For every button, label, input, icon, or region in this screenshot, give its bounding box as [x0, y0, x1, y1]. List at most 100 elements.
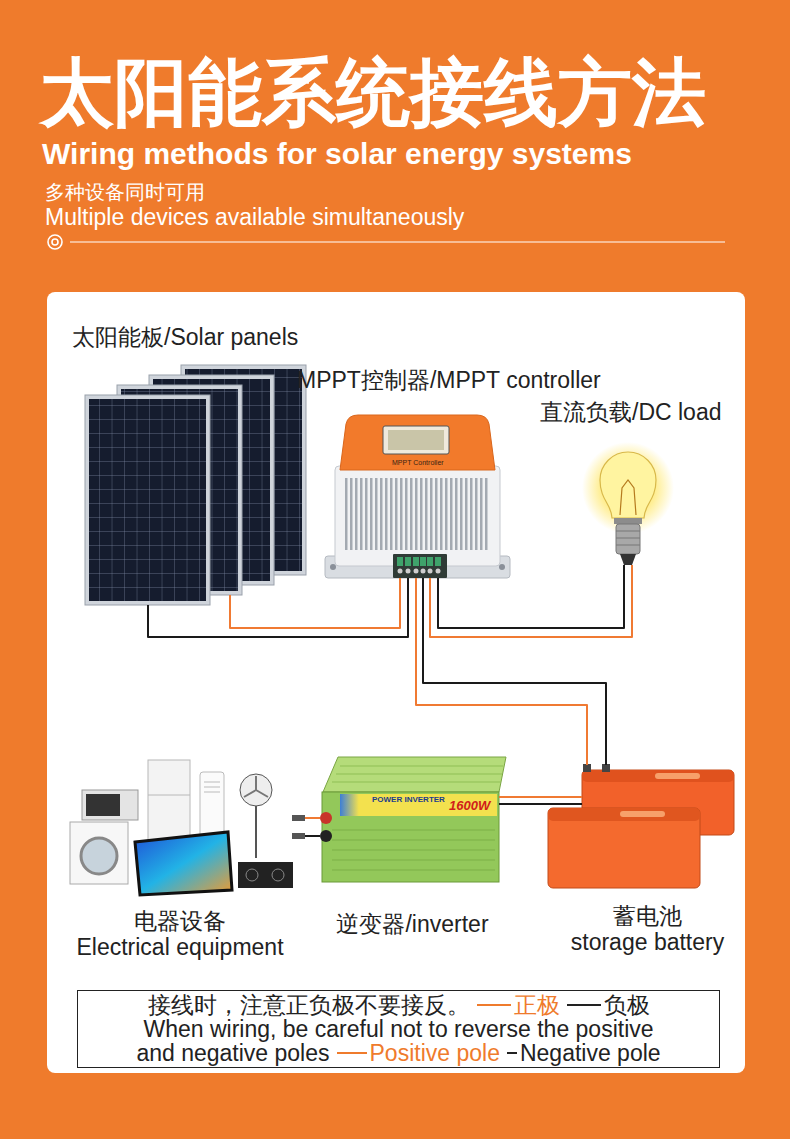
- node-label-group: 电器设备Electrical equipment: [55, 909, 305, 960]
- cable: [416, 578, 587, 765]
- terminal-screw: [428, 569, 433, 574]
- terminal-screw: [398, 569, 403, 574]
- wire-stub: [229, 595, 231, 605]
- legend-line-sample: [477, 1004, 511, 1006]
- fan-stand: [255, 806, 257, 858]
- node-label: 蓄电池: [613, 904, 682, 929]
- divider-line: [70, 241, 725, 242]
- fan-head: [240, 774, 272, 806]
- ac-grille: [204, 782, 220, 792]
- cable: [430, 565, 632, 637]
- power-rating: 1600W: [449, 799, 490, 813]
- battery-handle: [655, 773, 700, 779]
- device-node: 蓄电池storage battery: [555, 765, 740, 955]
- device-node: 电器设备Electrical equipment: [55, 755, 305, 960]
- bulb-glass: [600, 452, 656, 518]
- note-box: 接线时，注意正负极不要接反。正极负极 When wiring, be caref…: [77, 990, 720, 1068]
- wire-stub: [499, 796, 510, 798]
- node-label-group: 直流负载/DC load: [536, 400, 736, 425]
- legend-entry: Negative pole: [504, 1040, 661, 1066]
- terminal: [435, 557, 441, 566]
- lcd-display: [388, 430, 444, 450]
- legend-text: Negative pole: [520, 1040, 661, 1066]
- cooktop: [238, 862, 293, 888]
- legend-entry: Positive pole: [334, 1040, 500, 1066]
- burner: [272, 869, 284, 881]
- terminal: [397, 557, 403, 566]
- bullet-ring: [52, 239, 58, 245]
- bulb-base: [616, 524, 640, 554]
- device-node: 直流负载/DC load: [536, 400, 736, 565]
- panel-grid: [89, 399, 206, 601]
- tagline: 多种设备同时可用: [45, 181, 205, 203]
- positive-terminal: [320, 812, 332, 824]
- plug: [292, 833, 305, 839]
- note-line: When wiring, be careful not to reverse t…: [129, 1017, 669, 1065]
- inverter-front: [322, 792, 499, 882]
- battery-handle: [620, 811, 665, 817]
- bulb-tip: [620, 554, 636, 565]
- panel-frame: [85, 395, 210, 605]
- wire-stub: [499, 803, 510, 805]
- page-title: 太阳能系统接线方法: [40, 56, 706, 130]
- device-node: 太阳能板/Solar panels: [68, 325, 302, 605]
- refrigerator-door-line: [148, 795, 190, 796]
- microwave-window: [86, 794, 120, 816]
- bulb-filament: [620, 480, 636, 515]
- cable: [305, 817, 315, 819]
- terminal: [427, 557, 433, 566]
- legend-text: 正极: [514, 992, 560, 1018]
- plug: [292, 815, 305, 821]
- node-label-group: 蓄电池storage battery: [555, 904, 740, 955]
- display-frame: [383, 426, 449, 454]
- vent-grille: [345, 478, 490, 550]
- terminal-block: [393, 554, 447, 578]
- legend-text: 负极: [604, 992, 650, 1018]
- cable: [305, 835, 315, 837]
- node-label: 电器设备: [134, 909, 226, 934]
- content-panel: [47, 292, 745, 1073]
- cable: [510, 803, 555, 805]
- node-label: 太阳能板/Solar panels: [72, 325, 298, 350]
- node-label-group: MPPT控制器/MPPT controller: [293, 368, 605, 393]
- cable: [148, 578, 408, 637]
- controller-cover: [340, 415, 495, 470]
- mounting-hole: [499, 564, 505, 570]
- batteries: [548, 764, 734, 888]
- node-label: storage battery: [571, 930, 724, 955]
- microwave: [82, 790, 138, 820]
- legend-line-sample: [567, 1004, 601, 1006]
- washing-machine: [70, 822, 128, 884]
- note-line: 接线时，注意正负极不要接反。正极负极: [78, 993, 719, 1017]
- node-label-group: 逆变器/inverter: [315, 912, 510, 937]
- device-label: MPPT Controller: [392, 459, 444, 467]
- terminal: [405, 557, 411, 566]
- terminal-screw: [414, 569, 419, 574]
- cooling-fins: [332, 830, 495, 870]
- mounting-hole: [330, 564, 336, 570]
- fan-blades: [244, 776, 268, 797]
- node-label: Electrical equipment: [76, 935, 283, 960]
- device-label: POWER INVERTER: [372, 796, 445, 805]
- wire-stub: [555, 803, 582, 805]
- legend-entry: 负极: [564, 992, 650, 1018]
- burner: [246, 869, 258, 881]
- node-label: 逆变器/inverter: [336, 912, 488, 937]
- terminal-screw: [406, 569, 411, 574]
- terminal: [413, 557, 419, 566]
- battery-terminal: [583, 764, 591, 772]
- solar-panels: [85, 365, 306, 605]
- mppt-controller: [325, 415, 510, 578]
- terminal-screw: [436, 569, 441, 574]
- terminal: [420, 557, 426, 566]
- wire-stub: [315, 817, 320, 819]
- inverter: [315, 757, 510, 882]
- controller-body: [335, 466, 500, 566]
- washer-door: [81, 838, 117, 874]
- bullet-ring: [48, 235, 62, 249]
- node-label: 直流负载/DC load: [540, 400, 721, 425]
- bulb-glow: [582, 442, 674, 534]
- wire-stub: [555, 796, 582, 798]
- device-node: 逆变器/inverter: [315, 752, 510, 937]
